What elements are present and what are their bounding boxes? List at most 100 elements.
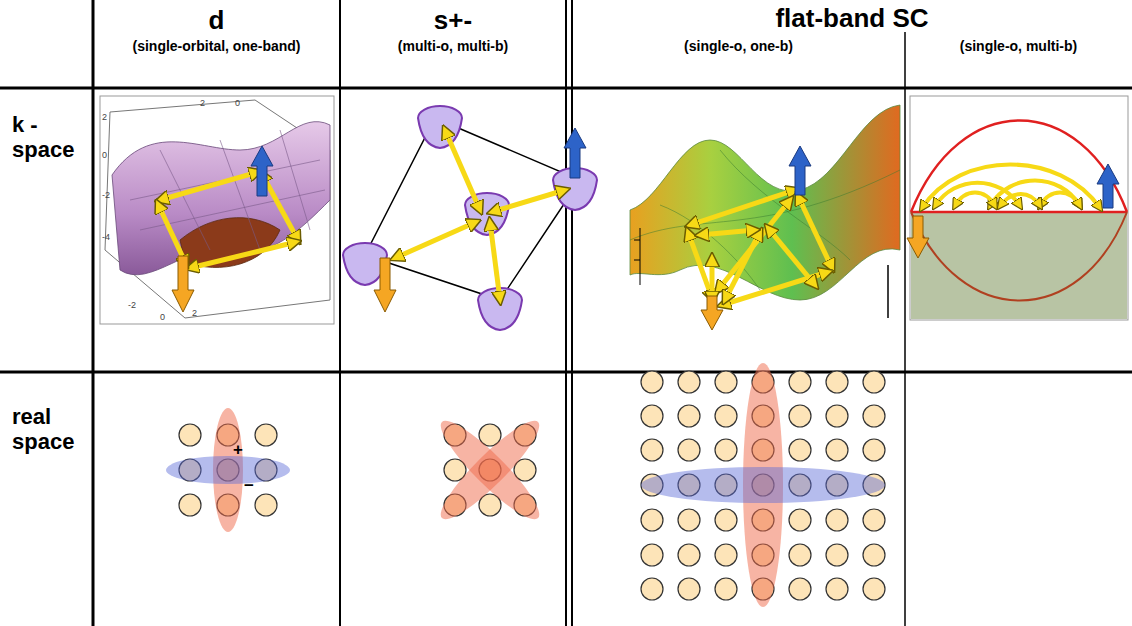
s-pm-pockets — [343, 106, 597, 330]
flat-band-real-space-part-part — [789, 544, 811, 566]
flat-band-real-space-part-part — [678, 439, 700, 461]
d-wave-surface — [100, 96, 334, 324]
flat-band-real-space-part-part — [715, 578, 737, 600]
flat-band-real-space-part-part — [641, 509, 663, 531]
multi-band-plot-part — [911, 211, 1127, 214]
d-wave-surface-part — [100, 96, 334, 324]
column-heading: flat-band SC — [572, 4, 1132, 34]
axis-tick: -4 — [102, 232, 118, 242]
flat-band-real-space-part-part — [715, 509, 737, 531]
s-pm-pockets-part — [365, 118, 580, 300]
row-heading: real space — [12, 404, 86, 455]
table-grid-part — [565, 0, 567, 626]
flat-band-surface-part — [630, 105, 900, 300]
s-pm-pockets-part — [343, 106, 597, 330]
row-heading: k - space — [12, 112, 86, 163]
table-grid-part — [0, 87, 1132, 90]
flat-band-surface-part-part — [725, 232, 760, 300]
d-real-space-part-part — [179, 424, 201, 446]
sign-mark: − — [242, 476, 256, 496]
flat-band-surface-part-part — [768, 228, 815, 285]
multi-band-plot-part — [910, 96, 1128, 320]
d-wave-surface-part-part — [190, 242, 296, 268]
flat-band-surface-part — [634, 260, 640, 261]
flat-band-real-space-part-part — [678, 371, 700, 393]
table-grid-part — [339, 0, 341, 626]
axis-tick: 0 — [235, 98, 251, 108]
d-real-space-part — [166, 456, 290, 484]
flat-band-real-space-part-part — [715, 439, 737, 461]
d-real-space-part-part — [255, 424, 277, 446]
multi-band-plot-part — [907, 216, 929, 258]
flat-band-real-space-part-part — [641, 405, 663, 427]
flat-band-real-space-part-part — [863, 439, 885, 461]
d-real-space-part-part — [255, 494, 277, 516]
s-pm-real-space-part — [431, 411, 548, 528]
flat-band-surface-part — [789, 146, 811, 195]
s-pm-pockets-part-part — [465, 193, 509, 235]
s-pm-pockets-part — [374, 258, 396, 312]
flat-band-real-space-part-part — [641, 544, 663, 566]
flat-band-real-space-part-part — [789, 405, 811, 427]
flat-band-real-space-part-part — [826, 544, 848, 566]
flat-band-real-space-part-part — [715, 544, 737, 566]
multi-band-plot-part — [911, 212, 1127, 319]
multi-band-plot-part-part — [990, 181, 1080, 207]
s-pm-pockets-part-part — [490, 222, 500, 300]
multi-band-plot-part-part — [1040, 193, 1080, 207]
flat-band-real-space-part-part — [715, 371, 737, 393]
multi-band-plot-part-part — [955, 193, 995, 207]
flat-band-real-space — [641, 363, 885, 607]
flat-band-surface-part — [887, 265, 889, 318]
s-pm-pockets-part — [395, 130, 565, 300]
column-subheading: (single-o, multi-b) — [905, 38, 1132, 54]
flat-band-surface-part — [701, 296, 723, 330]
multi-band-plot-part-part — [1000, 194, 1040, 206]
flat-band-real-space-part-part — [789, 509, 811, 531]
table-grid-part — [904, 32, 906, 626]
s-pm-pockets-part-part — [445, 130, 480, 210]
flat-band-real-space-part-part — [789, 371, 811, 393]
table-grid-part — [0, 371, 1132, 374]
d-real-space-part-part — [179, 494, 201, 516]
flat-band-surface-part-part — [798, 196, 832, 268]
d-wave-surface-part-part — [158, 204, 186, 264]
flat-band-real-space-part-part — [641, 439, 663, 461]
column-heading: s+- — [340, 6, 566, 36]
axis-tick: 2 — [192, 308, 208, 318]
multi-band-plot-part — [922, 165, 1100, 209]
axis-tick: 2 — [200, 98, 216, 108]
axis-tick: 0 — [102, 150, 118, 160]
flat-band-real-space-part-part — [826, 578, 848, 600]
flat-band-real-space-part-part — [826, 371, 848, 393]
flat-band-real-space-part-part — [826, 509, 848, 531]
flat-band-real-space-part-part — [789, 578, 811, 600]
multi-band-plot — [907, 96, 1128, 320]
axis-tick: -2 — [102, 190, 118, 200]
axis-tick: 0 — [160, 312, 176, 322]
flat-band-real-space-part-part — [863, 405, 885, 427]
flat-band-real-space-part-part — [863, 509, 885, 531]
flat-band-real-space-part-part — [678, 509, 700, 531]
sign-mark: + — [231, 440, 245, 460]
column-subheading: (single-orbital, one-band) — [93, 38, 340, 54]
spin-arrows-part — [251, 146, 273, 196]
flat-band-real-space-part-part — [863, 578, 885, 600]
flat-band-real-space-part-part — [641, 578, 663, 600]
column-subheading: (single-o, one-b) — [572, 38, 905, 54]
flat-band-real-space-part-part — [678, 405, 700, 427]
flat-band-surface-part — [688, 190, 832, 305]
multi-band-plot-part — [911, 212, 1127, 301]
flat-band-real-space-part-part — [863, 371, 885, 393]
flat-band-surface-part — [640, 228, 641, 285]
s-pm-pockets-part-part — [492, 190, 565, 212]
flat-band-surface-part-part — [710, 258, 715, 300]
d-wave-surface-part — [130, 130, 325, 250]
flat-band-surface-part-part — [700, 230, 755, 235]
flat-band-real-space-part-part — [789, 439, 811, 461]
d-wave-surface-part-part — [160, 172, 258, 200]
flat-band-real-space-part-part — [641, 371, 663, 393]
flat-band-real-space-part-part — [678, 544, 700, 566]
multi-band-plot-part — [1097, 164, 1119, 208]
d-wave-surface-part — [158, 172, 298, 268]
